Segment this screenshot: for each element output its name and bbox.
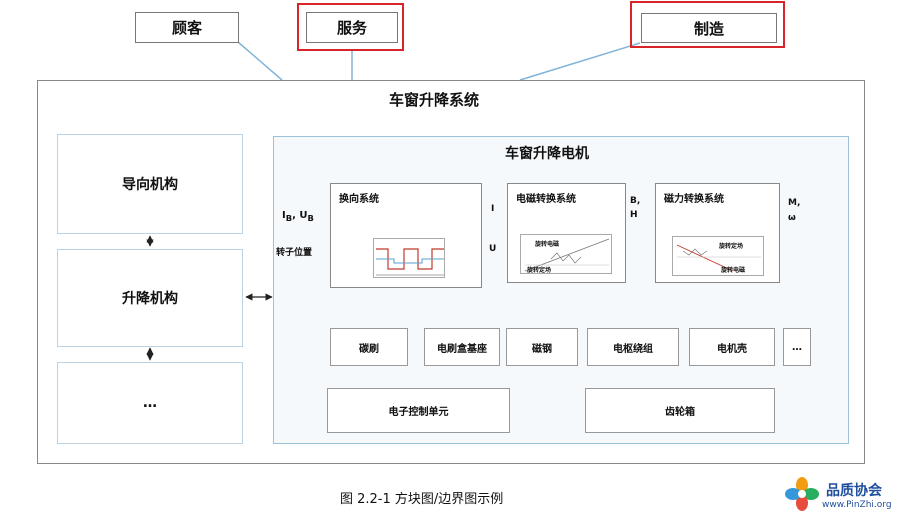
block-commutation-title: 换向系统 xyxy=(339,194,379,205)
signal-m: M, xyxy=(788,198,801,208)
module-lift: 升降机构 xyxy=(57,249,243,347)
signal-omega: ω xyxy=(788,213,796,223)
block-magnetic-force: 磁力转换系统 旋转定场 旋转电磁 xyxy=(655,183,780,283)
comp-housing: 电机壳 xyxy=(689,328,775,366)
watermark-name: 品质协会 xyxy=(826,483,882,499)
input-rotor-position: 转子位置 xyxy=(276,248,313,258)
signal-voltage: U xyxy=(489,244,497,254)
comp-armature: 电枢绕组 xyxy=(587,328,679,366)
comp-ecu: 电子控制单元 xyxy=(327,388,510,433)
figure-caption: 图 2.2-1 方块图/边界图示例 xyxy=(340,492,504,507)
electromagnetic-chart: 旋转电磁 旋转定场 xyxy=(520,234,612,274)
em-label-2: 旋转定场 xyxy=(527,267,552,274)
comp-brush-holder: 电刷盒基座 xyxy=(424,328,500,366)
block-commutation: 换向系统 xyxy=(330,183,482,288)
block-electromagnetic: 电磁转换系统 旋转电磁 旋转定场 xyxy=(507,183,626,283)
comp-more: … xyxy=(783,328,811,366)
block-electromagnetic-title: 电磁转换系统 xyxy=(516,194,576,205)
module-more: … xyxy=(57,362,243,444)
module-guide: 导向机构 xyxy=(57,134,243,234)
stakeholder-customer: 顾客 xyxy=(135,12,239,43)
stakeholder-manufacturing: 制造 xyxy=(641,13,777,43)
motor-title: 车窗升降电机 xyxy=(505,146,589,162)
system-boundary xyxy=(37,80,865,464)
comp-brush: 碳刷 xyxy=(330,328,408,366)
signal-h: H xyxy=(630,210,638,220)
signal-b: B, xyxy=(630,196,641,206)
comp-magnet: 磁钢 xyxy=(506,328,578,366)
signal-current: I xyxy=(491,204,495,214)
manufacturing-highlight xyxy=(630,1,785,48)
link-manufacturing xyxy=(519,42,641,81)
flower-logo-icon xyxy=(784,476,820,512)
commutation-waveform xyxy=(373,238,445,278)
input-current-voltage: IB, UB xyxy=(282,210,314,223)
service-highlight xyxy=(297,3,404,51)
link-customer xyxy=(237,41,283,81)
em-label-1: 旋转电磁 xyxy=(535,241,560,248)
comp-gearbox: 齿轮箱 xyxy=(585,388,775,433)
block-magnetic-force-title: 磁力转换系统 xyxy=(664,194,724,205)
magnetic-force-chart: 旋转定场 旋转电磁 xyxy=(672,236,764,276)
system-title: 车窗升降系统 xyxy=(389,91,480,109)
mf-label-2: 旋转电磁 xyxy=(721,267,746,274)
mf-label-1: 旋转定场 xyxy=(719,243,744,250)
watermark-url: www.PinZhi.org xyxy=(822,500,892,510)
stakeholder-service: 服务 xyxy=(306,12,398,43)
